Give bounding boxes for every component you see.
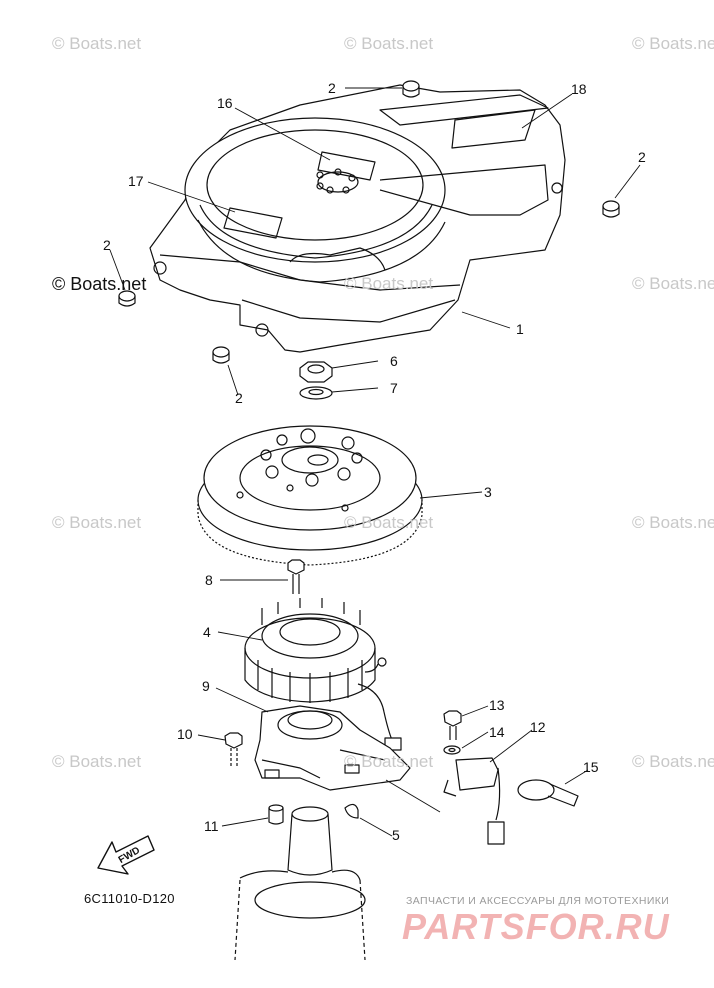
part-callout: 1: [516, 321, 524, 337]
part-callout: 13: [489, 697, 505, 713]
watermark: © Boats.net: [632, 752, 714, 771]
part-callout: 3: [484, 484, 492, 500]
part-callout: 2: [103, 237, 111, 253]
screw: [224, 732, 243, 768]
part-callout: 9: [202, 678, 210, 694]
grommet: [602, 200, 620, 218]
washer: [443, 745, 461, 755]
watermark: © Boats.net: [344, 752, 434, 771]
part-callout: 18: [571, 81, 587, 97]
watermark: © Boats.net: [52, 274, 147, 294]
washer: [299, 386, 333, 400]
crankshaft: [234, 806, 366, 961]
part-callout: 5: [392, 827, 400, 843]
part-callout: 15: [583, 759, 599, 775]
leader-lines: [109, 87, 641, 837]
watermark: © Boats.net: [632, 513, 714, 532]
part-callout: 2: [328, 80, 336, 96]
collar: [268, 804, 284, 825]
part-callout: 2: [638, 149, 646, 165]
flywheel: [197, 425, 423, 566]
part-callout: 7: [390, 380, 398, 396]
fwd-arrow: [97, 835, 155, 875]
part-callout: 12: [530, 719, 546, 735]
shop-tagline: ЗАПЧАСТИ И АКСЕССУАРЫ ДЛЯ МОТОТЕХНИКИ: [406, 895, 670, 907]
watermark: © Boats.net: [632, 274, 714, 293]
part-callout: 2: [235, 390, 243, 406]
watermark: © Boats.net: [52, 752, 142, 771]
grommet: [118, 290, 136, 307]
base-plate: [254, 705, 411, 791]
flywheel-cover: [149, 84, 566, 353]
part-callout: 17: [128, 173, 144, 189]
bolt: [287, 559, 305, 594]
shop-logo: PARTSFOR.RU: [402, 906, 670, 947]
watermark: © Boats.net: [344, 513, 434, 532]
nut: [299, 361, 333, 383]
part-callout: 11: [204, 818, 219, 834]
part-callout: 10: [177, 726, 193, 742]
part-callout: 6: [390, 353, 398, 369]
watermark: © Boats.net: [344, 34, 434, 53]
part-callout: 4: [203, 624, 211, 640]
stator: [244, 598, 402, 751]
grommet: [402, 80, 420, 98]
woodruff-key: [344, 803, 359, 819]
diagram-code: 6C11010-D120: [84, 891, 175, 906]
watermark: © Boats.net: [344, 274, 434, 293]
part-callout: 16: [217, 95, 233, 111]
screw: [443, 710, 462, 740]
watermark: © Boats.net: [52, 513, 142, 532]
rectifier-regulator: [443, 757, 505, 845]
part-callout: 8: [205, 572, 213, 588]
watermark: © Boats.net: [52, 34, 142, 53]
plastic-band: [517, 779, 579, 807]
grommet: [212, 346, 230, 364]
part-callout: 14: [489, 724, 505, 740]
watermark: © Boats.net: [632, 34, 714, 53]
